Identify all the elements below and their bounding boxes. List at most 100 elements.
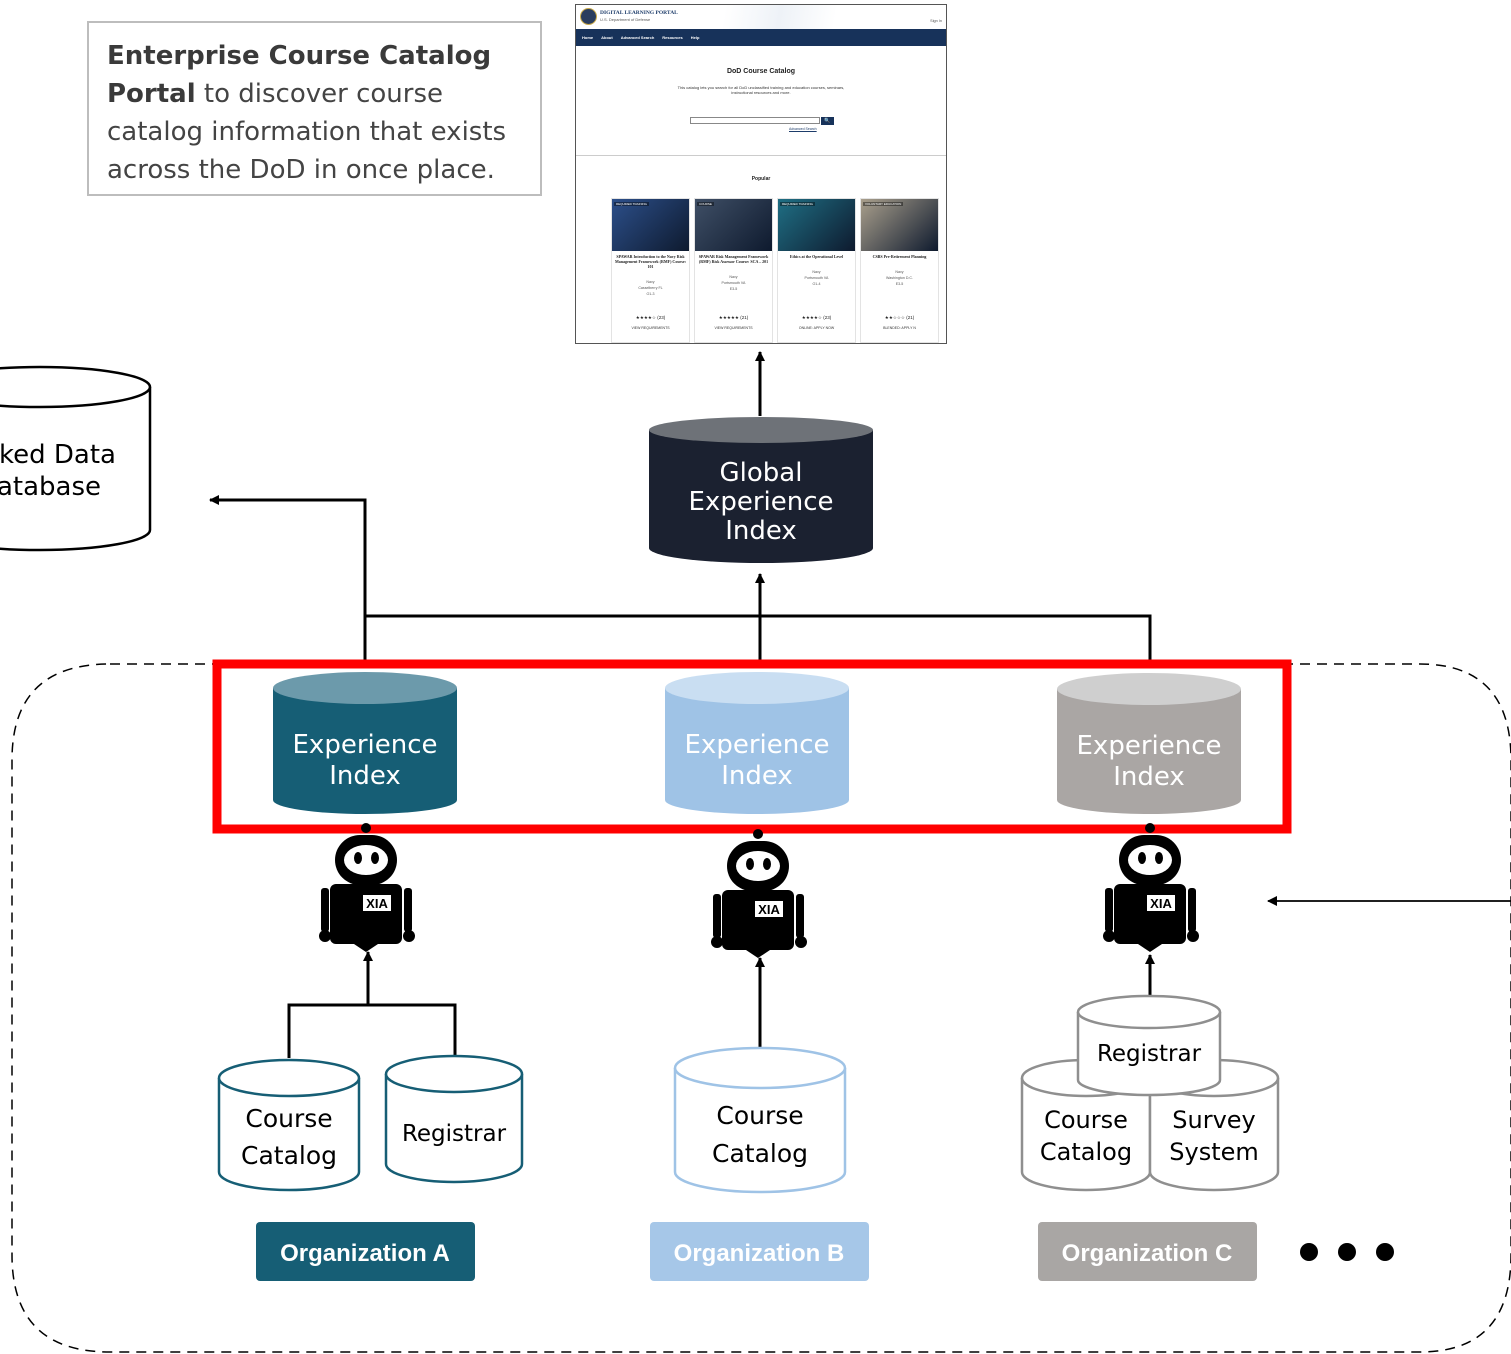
course-title: Ethics at the Operational Level: [789, 254, 844, 259]
organization-a-label: Organization A: [280, 1240, 450, 1267]
course-action[interactable]: VIEW REQUIREMENTS: [631, 326, 670, 330]
course-action[interactable]: VIEW REQUIREMENTS: [714, 326, 753, 330]
course-meta: Navy Washington D.C. E3-5: [885, 270, 914, 286]
index-c-label-2: Index: [1113, 762, 1185, 792]
course-card[interactable]: REQUIRED TRAINING Ethics at the Operatio…: [777, 198, 856, 343]
portal-advanced-search-link[interactable]: Advanced Search: [789, 127, 817, 131]
course-tag: VOLUNTARY EDUCATION: [863, 202, 904, 206]
index-b-label-2: Index: [721, 761, 793, 791]
course-tag: REQUIRED TRAINING: [780, 202, 815, 206]
more-organizations-ellipsis: [1300, 1243, 1394, 1261]
index-b-label-1: Experience: [685, 730, 830, 760]
xia-label: XIA: [1150, 896, 1172, 911]
connector-lines: [209, 351, 1155, 1058]
linked-data-database: ked Data atabase: [0, 365, 152, 552]
course-action[interactable]: BLENDED: APPLY N: [883, 326, 916, 330]
portal-subbrand: U.S. Department of Defense: [600, 17, 651, 22]
course-rating: ★★★★☆ (23): [635, 315, 666, 320]
organization-a-badge: Organization A: [256, 1222, 475, 1281]
org-c-survey-label-1: Survey: [1172, 1106, 1255, 1134]
xia-label: XIA: [366, 896, 388, 911]
portal-screenshot: DIGITAL LEARNING PORTAL U.S. Department …: [575, 4, 947, 344]
org-c-registrar-label: Registrar: [1097, 1041, 1202, 1067]
index-c-label-1: Experience: [1077, 731, 1222, 761]
organization-b-label: Organization B: [674, 1240, 845, 1267]
org-c-catalog-label-1: Course: [1044, 1106, 1128, 1134]
org-a-registrar-label: Registrar: [402, 1121, 507, 1147]
global-index-label-1: Global: [720, 458, 803, 488]
global-experience-index: Global Experience Index: [649, 417, 873, 563]
course-action[interactable]: ONLINE: APPLY NOW: [798, 326, 835, 330]
course-tag: REQUIRED TRAINING: [614, 202, 649, 206]
organization-c-label: Organization C: [1062, 1240, 1233, 1267]
course-tag: COURSE: [697, 202, 714, 206]
portal-nav-advanced-search[interactable]: Advanced Search: [620, 35, 655, 40]
org-a-catalog-label-2: Catalog: [241, 1141, 337, 1170]
org-b-catalog-label-2: Catalog: [712, 1139, 808, 1168]
org-c-catalog-label-2: Catalog: [1040, 1138, 1132, 1166]
portal-search-input[interactable]: [690, 117, 820, 124]
organization-b-badge: Organization B: [650, 1222, 869, 1281]
experience-index-c: Experience Index: [1057, 673, 1241, 814]
ellipsis-dot: [1300, 1243, 1318, 1261]
linked-data-label-2: atabase: [0, 472, 101, 502]
org-b-catalog-label-1: Course: [716, 1101, 803, 1130]
index-a-label-1: Experience: [293, 730, 438, 760]
portal-brand: DIGITAL LEARNING PORTAL: [600, 10, 678, 16]
course-card[interactable]: COURSE SPAWAR Risk Management Framework …: [694, 198, 773, 343]
course-title: CSBS Pre-Retirement Planning: [872, 254, 927, 259]
course-rating: ★★☆☆☆ (21): [884, 315, 915, 320]
ellipsis-dot: [1338, 1243, 1356, 1261]
organizations-boundary: [11, 663, 1511, 1353]
org-c-survey-label-2: System: [1169, 1138, 1259, 1166]
course-image: VOLUNTARY EDUCATION: [861, 199, 938, 251]
global-index-label-2: Experience: [689, 487, 834, 517]
portal-popular-label: Popular: [751, 176, 771, 182]
portal-description: This catalog lets you search for all DoD…: [677, 85, 845, 95]
course-image: REQUIRED TRAINING: [778, 199, 855, 251]
portal-sign-in[interactable]: Sign In: [930, 19, 942, 23]
xia-agent-a: XIA: [319, 823, 415, 952]
index-a-label-2: Index: [329, 761, 401, 791]
portal-nav-home[interactable]: Home: [582, 35, 594, 40]
portal-nav-about[interactable]: About: [601, 35, 613, 40]
experience-index-a: Experience Index: [273, 672, 457, 814]
xia-label: XIA: [758, 902, 780, 917]
xia-agent-b: XIA: [711, 829, 807, 958]
xia-agent-c: XIA: [1103, 823, 1199, 952]
org-a-course-catalog-db: Course Catalog: [217, 1058, 361, 1192]
course-meta: Navy Portsmouth VA O1-4: [804, 270, 829, 286]
course-meta: Navy Casselberry FL O1-3: [638, 280, 663, 296]
org-c-registrar-db: Registrar: [1076, 994, 1222, 1097]
course-card[interactable]: VOLUNTARY EDUCATION CSBS Pre-Retirement …: [860, 198, 939, 343]
portal-nav-resources[interactable]: Resources: [662, 35, 683, 40]
portal-header: DIGITAL LEARNING PORTAL U.S. Department …: [576, 5, 946, 29]
org-a-catalog-label-1: Course: [245, 1104, 332, 1133]
course-rating: ★★★★☆ (23): [801, 315, 832, 320]
course-card[interactable]: REQUIRED TRAINING SPAWAR Introduction to…: [611, 198, 690, 343]
portal-callout: Enterprise Course Catalog Portal to disc…: [87, 21, 542, 196]
org-a-registrar-db: Registrar: [384, 1054, 524, 1184]
ellipsis-dot: [1376, 1243, 1394, 1261]
org-b-course-catalog-db: Course Catalog: [673, 1046, 847, 1194]
portal-heading: DoD Course Catalog: [726, 68, 796, 75]
experience-index-b: Experience Index: [665, 672, 849, 814]
portal-nav-help[interactable]: Help: [690, 35, 700, 40]
course-image: REQUIRED TRAINING: [612, 199, 689, 251]
course-title: SPAWAR Risk Management Framework (RMF) R…: [698, 254, 769, 264]
course-title: SPAWAR Introduction to the Navy Risk Man…: [615, 254, 686, 269]
dod-seal-icon: [580, 8, 597, 25]
course-rating: ★★★★★ (21): [718, 315, 749, 320]
highlight-box: [212, 659, 1292, 834]
global-index-label-3: Index: [725, 516, 797, 546]
callout-text: to discover course catalog information t…: [107, 79, 507, 185]
callout-bold: Enterprise Course Catalog Portal: [107, 41, 492, 109]
portal-divider: [576, 155, 946, 156]
organization-c-badge: Organization C: [1038, 1222, 1257, 1281]
course-image: COURSE: [695, 199, 772, 251]
course-meta: Navy Portsmouth VA E3-5: [721, 275, 746, 291]
linked-data-label-1: ked Data: [0, 440, 116, 470]
portal-search-button[interactable]: 🔍: [821, 117, 834, 125]
portal-nav: Home About Advanced Search Resources Hel…: [576, 29, 946, 46]
